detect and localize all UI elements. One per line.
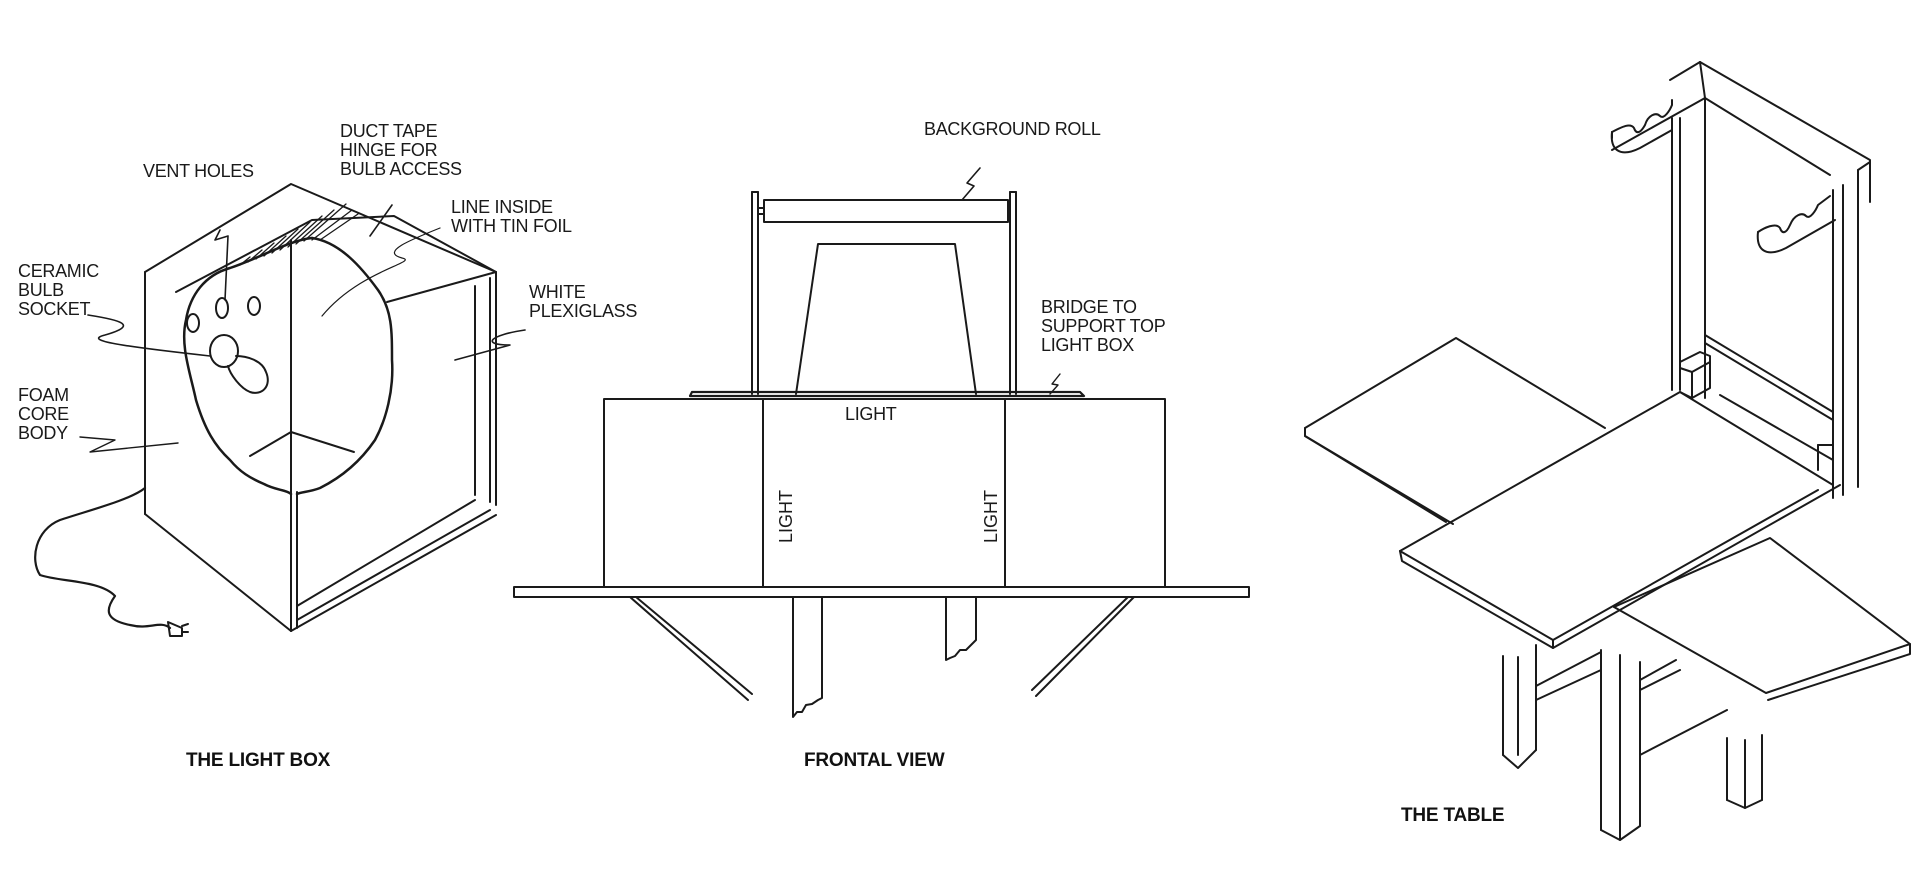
frontal-view-drawing (513, 167, 1250, 718)
label-duct-tape-hinge: DUCT TAPE HINGE FOR BULB ACCESS (340, 121, 462, 179)
table-drawing (1304, 61, 1911, 841)
label-vent-holes: VENT HOLES (143, 161, 254, 181)
label-background-roll: BACKGROUND ROLL (924, 119, 1101, 139)
label-ceramic-bulb-socket: CERAMIC BULB SOCKET (18, 261, 99, 319)
caption-the-table: THE TABLE (1401, 805, 1505, 826)
label-light-right: LIGHT (981, 489, 1002, 544)
label-bridge-support: BRIDGE TO SUPPORT TOP LIGHT BOX (1041, 297, 1166, 355)
label-white-plexiglass: WHITE PLEXIGLASS (529, 282, 638, 321)
label-foam-core-body: FOAM CORE BODY (18, 385, 69, 443)
caption-the-light-box: THE LIGHT BOX (186, 750, 331, 771)
label-line-inside-tin-foil: LINE INSIDE WITH TIN FOIL (451, 197, 572, 236)
label-light-top: LIGHT (845, 404, 897, 424)
caption-frontal-view: FRONTAL VIEW (804, 750, 945, 771)
light-box-drawing (34, 183, 526, 637)
label-light-left: LIGHT (776, 489, 797, 544)
